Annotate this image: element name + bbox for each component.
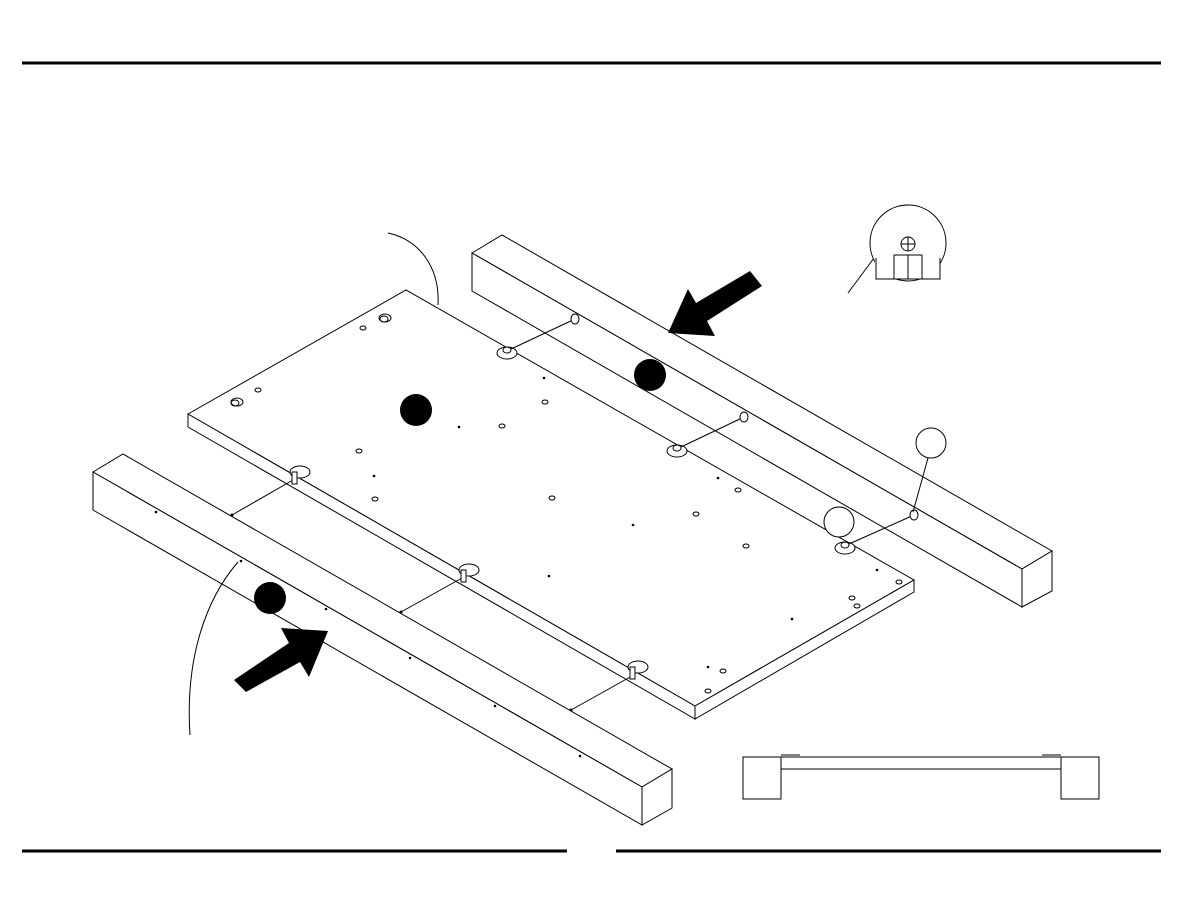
cam-lock-detail-icon (870, 205, 946, 281)
hardware-callout-lower (824, 507, 854, 537)
side-view-icon (743, 755, 1099, 799)
part-badge-panel (400, 394, 432, 426)
part-badge-front-rail (254, 582, 286, 614)
hardware-callout-upper (916, 428, 946, 458)
push-arrow-front-rail (234, 628, 328, 692)
push-arrow-back-rail (668, 271, 762, 336)
leader-inset (848, 258, 874, 293)
part-badge-back-rail (634, 359, 666, 391)
